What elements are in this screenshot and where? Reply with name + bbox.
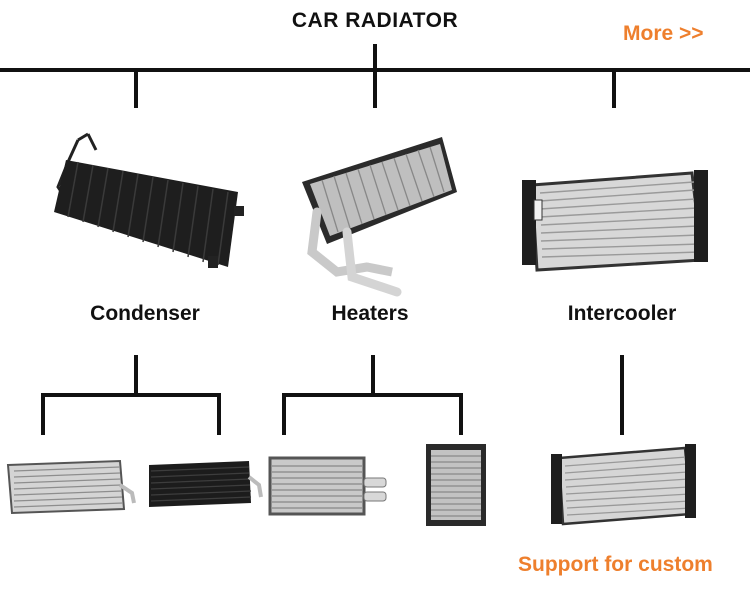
support-for-custom-text: Support for custom xyxy=(518,553,713,576)
intercooler-branch-stem xyxy=(620,355,624,435)
heaters-branch-stem xyxy=(371,355,375,395)
intercooler-drop-line xyxy=(612,70,616,108)
condenser-branch-bar xyxy=(41,393,221,397)
category-label-condenser[interactable]: Condenser xyxy=(90,302,200,325)
condenser-black-icon xyxy=(54,132,244,268)
condenser-black-small-icon xyxy=(149,461,263,507)
condenser-branch-stem xyxy=(134,355,138,395)
condenser-drop-line xyxy=(134,70,138,108)
page-title: CAR RADIATOR xyxy=(291,9,459,32)
heaters-branch-right xyxy=(459,393,463,435)
category-label-heaters[interactable]: Heaters xyxy=(331,302,409,325)
condenser-silver-icon xyxy=(6,459,136,515)
heaters-branch-left xyxy=(282,393,286,435)
intercooler-silver-icon xyxy=(522,170,708,272)
category-label-intercooler[interactable]: Intercooler xyxy=(567,302,677,325)
heater-core-small-icon xyxy=(268,456,387,516)
intercooler-silver-small-icon xyxy=(551,444,696,526)
top-center-stem xyxy=(373,44,377,108)
more-link[interactable]: More >> xyxy=(623,22,704,45)
heaters-branch-bar xyxy=(282,393,463,397)
heater-core-black-icon xyxy=(426,444,486,526)
condenser-branch-left xyxy=(41,393,45,435)
condenser-branch-right xyxy=(217,393,221,435)
heater-core-icon xyxy=(302,137,457,297)
